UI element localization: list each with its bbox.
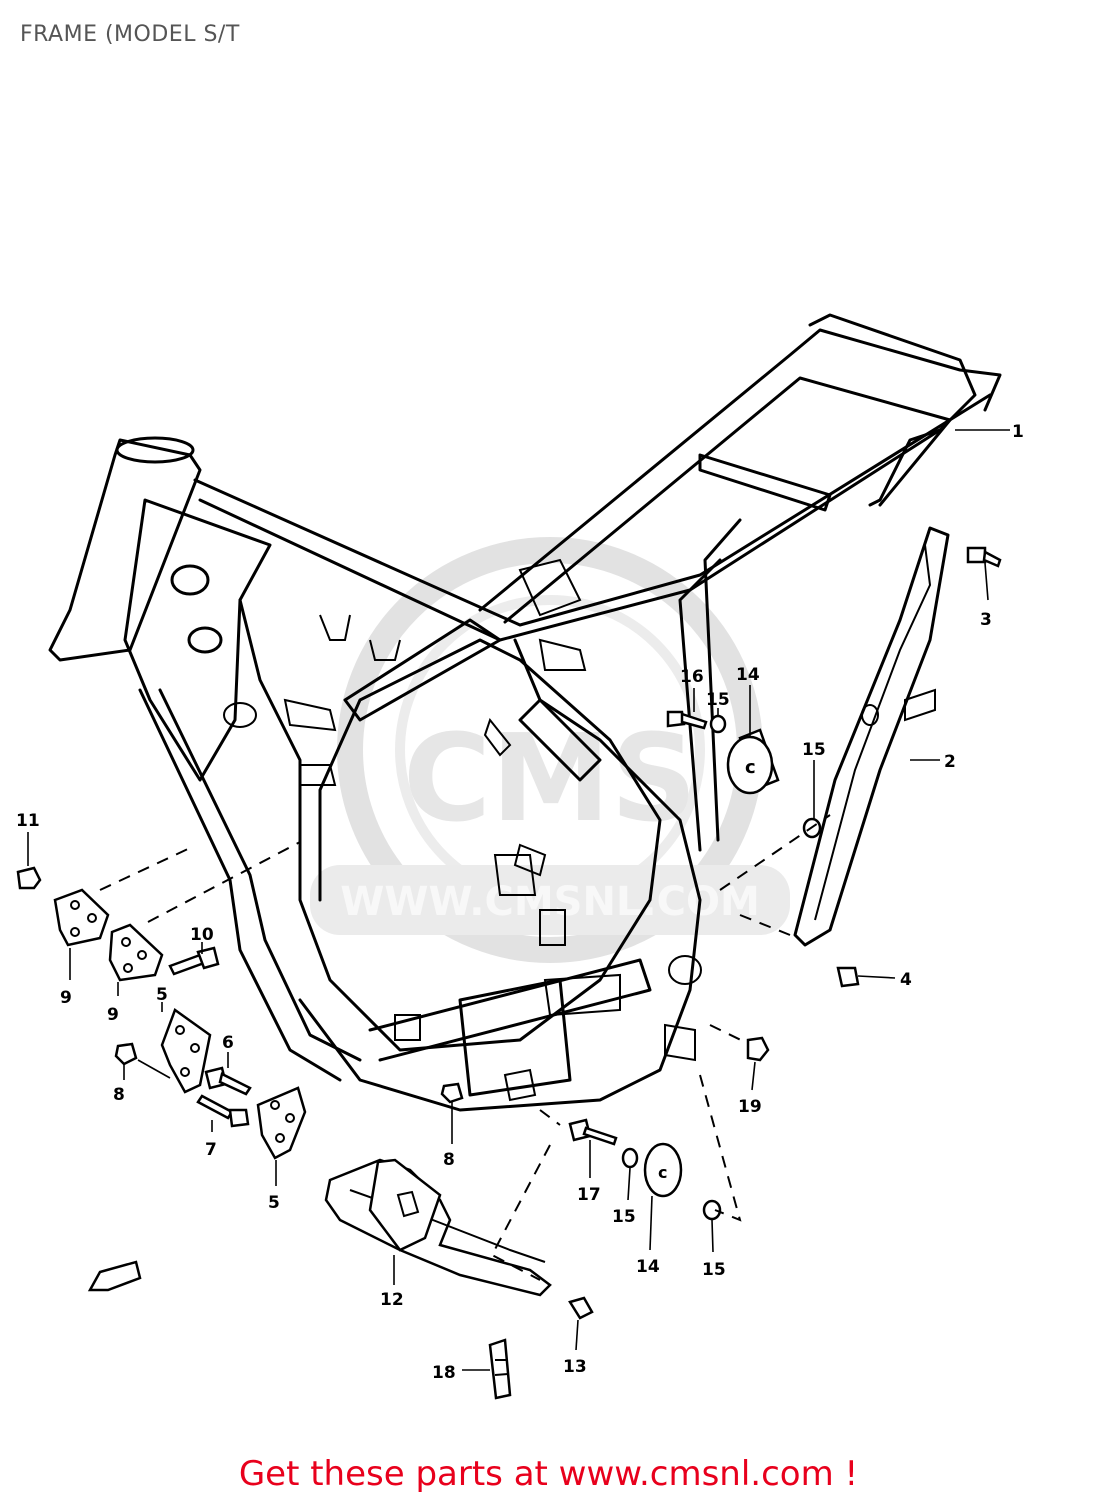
callout-8a: 8 (113, 1085, 125, 1105)
damper-14a: c (726, 728, 780, 795)
callout-5a: 5 (156, 985, 168, 1005)
bolt-17 (568, 1118, 618, 1146)
callout-7: 7 (205, 1140, 217, 1160)
leader-lines (27, 429, 1010, 1371)
nut-8b (440, 1082, 464, 1104)
callout-11: 11 (16, 811, 40, 831)
mount-plate-5b (256, 1086, 307, 1160)
front-direction-arrow-icon (87, 1260, 142, 1292)
callout-6: 6 (222, 1033, 234, 1053)
callout-14b: 14 (636, 1257, 660, 1277)
nut-8a (114, 1042, 138, 1066)
rear-subframe-rail (793, 526, 950, 947)
callout-1: 1 (1012, 422, 1024, 442)
callout-labels: 1 2 3 4 5 5 6 7 8 8 9 9 10 11 12 13 14 1… (16, 422, 1024, 1383)
main-frame (48, 313, 1002, 1112)
bolt-4 (836, 966, 860, 988)
footer-link-banner[interactable]: Get these parts at www.cmsnl.com ! (238, 1454, 859, 1494)
watermark-url-text: WWW.CMSNL.COM (340, 879, 760, 925)
callout-8b: 8 (443, 1150, 455, 1170)
skid-guard-12 (324, 1158, 552, 1297)
washer-15a (709, 714, 727, 734)
bolt-13 (568, 1296, 594, 1320)
callout-5b: 5 (268, 1193, 280, 1213)
watermark-logo-text: CMS (403, 710, 697, 849)
mount-plate-9a (53, 888, 110, 947)
callout-14a: 14 (736, 665, 760, 685)
bolt-16 (666, 710, 708, 730)
callout-15a: 15 (706, 690, 730, 710)
bolt-10 (168, 946, 220, 976)
callout-15b: 15 (802, 740, 826, 760)
mount-plate-9b (108, 923, 164, 982)
callout-15d: 15 (702, 1260, 726, 1280)
frame-exploded-diagram: c c (16, 313, 1024, 1400)
assembly-dash-lines (99, 814, 831, 1281)
washer-15c (621, 1147, 639, 1169)
bolt-7 (196, 1094, 250, 1128)
callout-12: 12 (380, 1290, 404, 1310)
svg-text:c: c (745, 757, 756, 778)
mount-plate-5a (160, 1008, 212, 1094)
callout-9a: 9 (60, 988, 72, 1008)
callout-18: 18 (432, 1363, 456, 1383)
page-title: FRAME (MODEL S/T (20, 22, 240, 47)
callout-3: 3 (980, 610, 992, 630)
callout-17: 17 (577, 1185, 601, 1205)
washer-15d (702, 1199, 722, 1221)
callout-13: 13 (563, 1357, 587, 1377)
callout-2: 2 (944, 752, 956, 772)
bolt-6 (204, 1066, 252, 1096)
nut-11 (16, 866, 42, 890)
damper-14b: c (643, 1142, 683, 1198)
callout-10: 10 (190, 925, 214, 945)
watermark-logo: CMS WWW.CMSNL.COM (310, 537, 790, 963)
callout-15c: 15 (612, 1207, 636, 1227)
clip-18 (488, 1338, 512, 1400)
bolt-3 (966, 546, 1002, 568)
callout-4: 4 (900, 970, 912, 990)
callout-16: 16 (680, 667, 704, 687)
callout-9b: 9 (107, 1005, 119, 1025)
svg-text:c: c (658, 1163, 667, 1182)
callout-19: 19 (738, 1097, 762, 1117)
nut-19 (746, 1036, 770, 1062)
